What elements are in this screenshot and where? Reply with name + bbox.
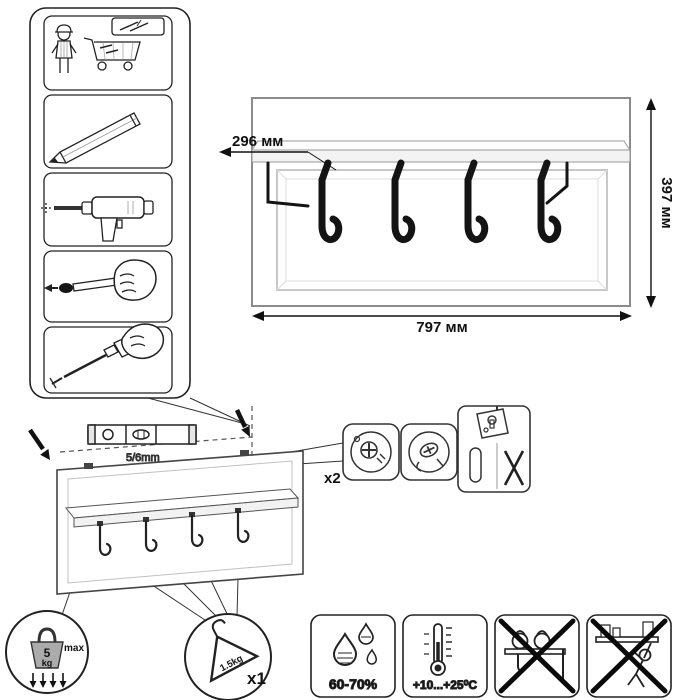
load-direction-arrows-icon [29, 673, 67, 688]
dimensions: 296 мм 397 мм 797 мм [219, 98, 675, 336]
width-arrowhead-right [620, 311, 632, 321]
install-back-panel [56, 450, 304, 595]
hanger-load-badge: 1.5kg x1 [184, 613, 272, 700]
coat-hooks [318, 159, 562, 244]
tools-panel [29, 7, 191, 399]
left-keyhole-mount [84, 463, 93, 469]
keyhole-slot-icon [469, 447, 482, 483]
depth-arrowhead [219, 147, 231, 157]
product-drawing [251, 97, 631, 307]
no-overload-icon [498, 618, 576, 694]
depth-dimension-label: 296 мм [232, 133, 283, 150]
right-keyhole-mount [240, 450, 249, 456]
right-side-hook [545, 161, 569, 205]
humidity-label: 60-70% [329, 676, 378, 692]
humidity-drops-icon [332, 622, 377, 666]
install-inner-frame [67, 460, 293, 584]
screwdriver-icon [49, 323, 165, 389]
thermometer-icon [424, 623, 452, 676]
fastener-details [342, 405, 531, 493]
temperature-label: +10...+25⁰C [413, 678, 478, 692]
spirit-level-icon [87, 424, 197, 445]
left-side-hook [266, 161, 310, 208]
care-icons-row: 60-70% +10...+25⁰C [310, 614, 672, 698]
shelf-top [251, 140, 631, 151]
shelf-front [251, 149, 631, 163]
shelf-max-value: 5 [44, 646, 51, 660]
hanger-count-label: x1 [247, 669, 266, 688]
drill-size-label: 5/6mm [126, 452, 160, 464]
install-shelf-front [73, 497, 299, 528]
no-climbing-icon [590, 618, 668, 694]
installation-diagram: 5/6mm [28, 406, 304, 595]
dowel-insert-icon [44, 259, 157, 301]
drill-icon [41, 196, 154, 242]
screw-angle-icon [419, 442, 439, 458]
height-dimension-label: 397 мм [658, 177, 675, 228]
wall-anchor-arrow-left-icon [28, 428, 50, 460]
detail-lens-2 [408, 431, 450, 473]
screw-head-icon [353, 435, 386, 464]
install-hooks [97, 508, 250, 556]
width-dimension-label: 797 мм [416, 319, 467, 336]
inner-panel [285, 178, 599, 282]
detail-lens-1 [350, 431, 392, 473]
wrong-mark-icon [503, 450, 525, 486]
shelf-max-unit: kg [42, 658, 53, 668]
person-cart-icon [51, 17, 165, 73]
temperature-box [402, 614, 488, 698]
hanger-icon: 1.5kg [209, 619, 260, 683]
keyhole-bracket-icon [476, 406, 509, 439]
pencil-icon [48, 112, 141, 164]
weight-icon [30, 627, 64, 669]
max-load-badge: 5 kg max [5, 610, 89, 694]
fastener-count-label: x2 [324, 470, 341, 487]
shelf-max-suffix: max [64, 643, 84, 654]
height-arrowhead-bottom [646, 296, 656, 308]
height-arrowhead-top [646, 98, 656, 110]
width-arrowhead-left [252, 311, 264, 321]
wall-anchor-arrow-right-icon [234, 409, 250, 437]
